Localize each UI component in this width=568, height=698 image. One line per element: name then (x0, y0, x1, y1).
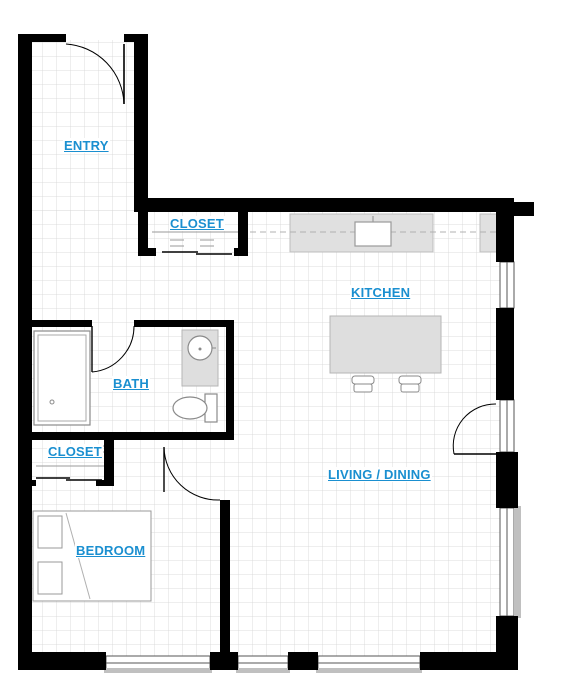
bar-stool (398, 375, 422, 393)
closet-sliding-door[interactable] (162, 251, 232, 255)
toilet (172, 393, 218, 423)
room-label-kitchen: KITCHEN (350, 285, 412, 300)
patio-door[interactable] (452, 403, 497, 455)
bed (32, 510, 152, 602)
window (499, 399, 515, 453)
room-label-closet: CLOSET (169, 216, 225, 231)
bath-door[interactable] (91, 325, 135, 373)
room-label-entry: ENTRY (63, 138, 110, 153)
bedroom-door[interactable] (163, 446, 221, 501)
bathtub (33, 330, 91, 426)
window (499, 261, 515, 309)
entry-door[interactable] (65, 43, 125, 105)
room-label-bath: BATH (112, 376, 150, 391)
window (104, 655, 212, 673)
walls (18, 34, 534, 670)
window (316, 655, 422, 673)
room-label-living-dining: LIVING / DINING (327, 467, 432, 482)
window (236, 655, 290, 673)
bar-stool (351, 375, 375, 393)
window (499, 506, 521, 618)
room-label-bedroom: BEDROOM (75, 543, 147, 558)
kitchen-sink (354, 216, 392, 247)
vanity-sink (181, 329, 219, 387)
room-label-bedroom-closet: CLOSET (47, 444, 103, 459)
kitchen-island (329, 315, 442, 374)
closet-shelving (152, 231, 244, 247)
